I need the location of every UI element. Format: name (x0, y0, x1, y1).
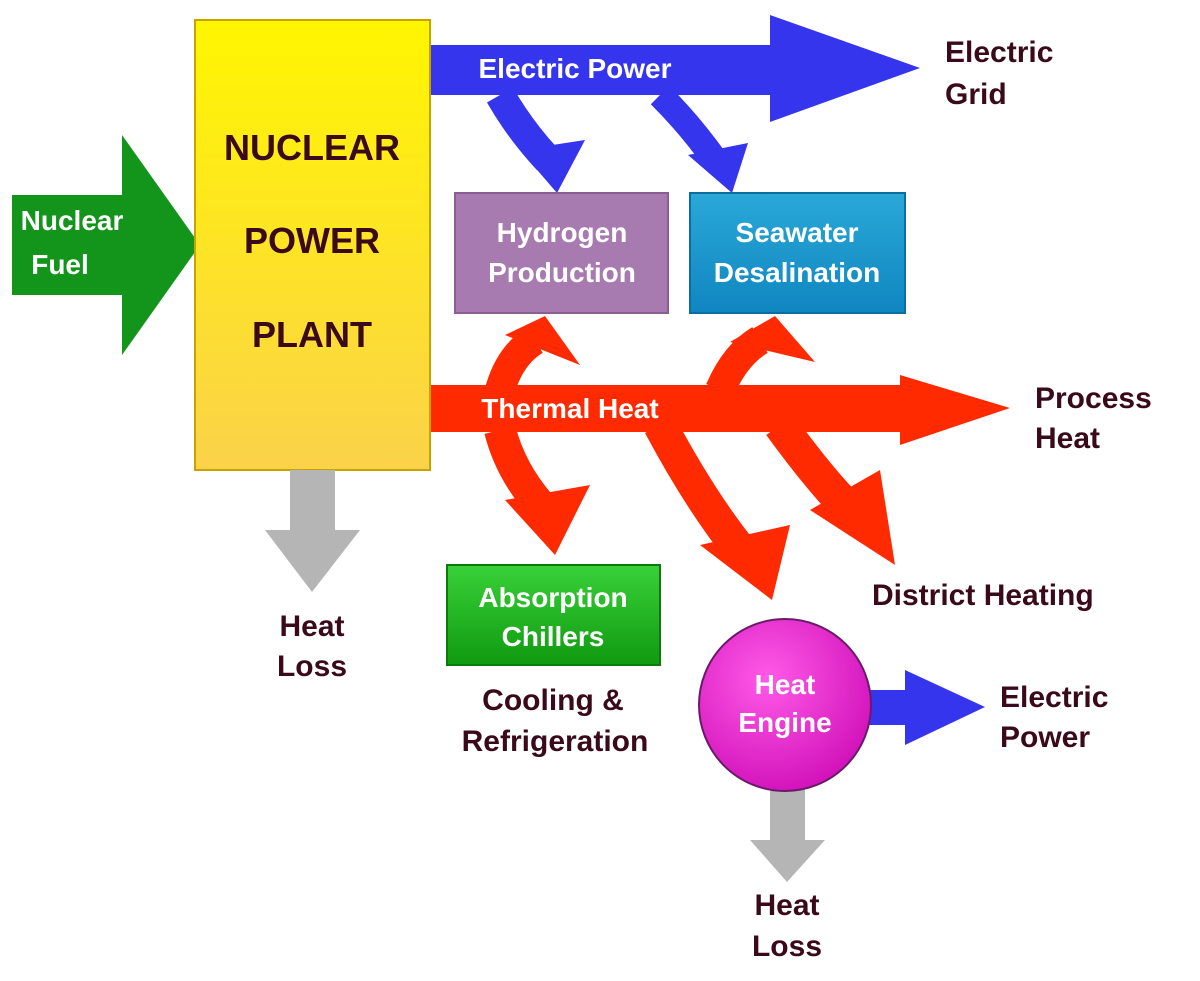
thermal-heat-label: Thermal Heat (481, 393, 658, 424)
absorption-chillers-box: Absorption Chillers (446, 564, 661, 666)
hydrogen-label-1: Hydrogen (497, 217, 628, 248)
engine-electric-power-label-1: Electric (1000, 681, 1108, 714)
heat-loss-engine-label-1: Heat (754, 889, 819, 922)
engine-electric-arrow (865, 670, 985, 745)
electric-power-arrow: Electric Power (430, 15, 920, 193)
heat-engine-label-1: Heat (755, 669, 816, 700)
heat-loss-engine-arrow (750, 780, 825, 882)
plant-label-2: POWER (244, 220, 380, 261)
process-heat-label-2: Heat (1035, 422, 1100, 455)
plant-label-3: PLANT (252, 314, 372, 355)
heat-engine-label-2: Engine (738, 707, 831, 738)
heat-engine-circle: Heat Engine (698, 618, 985, 882)
hydrogen-label-2: Production (488, 257, 636, 288)
heat-loss-engine-label-2: Loss (752, 930, 822, 963)
heat-loss-plant-label-1: Heat (279, 610, 344, 643)
seawater-desalination-box: Seawater Desalination (689, 192, 906, 314)
district-heating-label: District Heating (872, 579, 1094, 612)
heat-loss-plant-arrow: Heat Loss (265, 470, 360, 683)
nuclear-fuel-label-2: Fuel (31, 249, 89, 280)
heat-loss-plant-label-2: Loss (277, 650, 347, 683)
cooling-label-2: Refrigeration (462, 725, 649, 758)
absorption-label-2: Chillers (502, 621, 605, 652)
engine-electric-power-label-2: Power (1000, 721, 1090, 754)
seawater-label-2: Desalination (714, 257, 880, 288)
plant-label-1: NUCLEAR (224, 127, 400, 168)
nuclear-power-plant-box: NUCLEAR POWER PLANT (194, 19, 431, 471)
hydrogen-production-box: Hydrogen Production (454, 192, 669, 314)
seawater-label-1: Seawater (736, 217, 859, 248)
thermal-heat-arrow: Thermal Heat (430, 316, 1010, 600)
absorption-label-1: Absorption (478, 582, 627, 613)
electric-grid-label-2: Grid (945, 78, 1007, 111)
process-heat-label-1: Process (1035, 382, 1152, 415)
cooling-label-1: Cooling & (482, 684, 624, 717)
electric-grid-label-1: Electric (945, 36, 1053, 69)
nuclear-fuel-label-1: Nuclear (21, 205, 124, 236)
electric-power-label: Electric Power (479, 53, 672, 84)
nuclear-fuel-arrow: Nuclear Fuel (12, 135, 200, 355)
